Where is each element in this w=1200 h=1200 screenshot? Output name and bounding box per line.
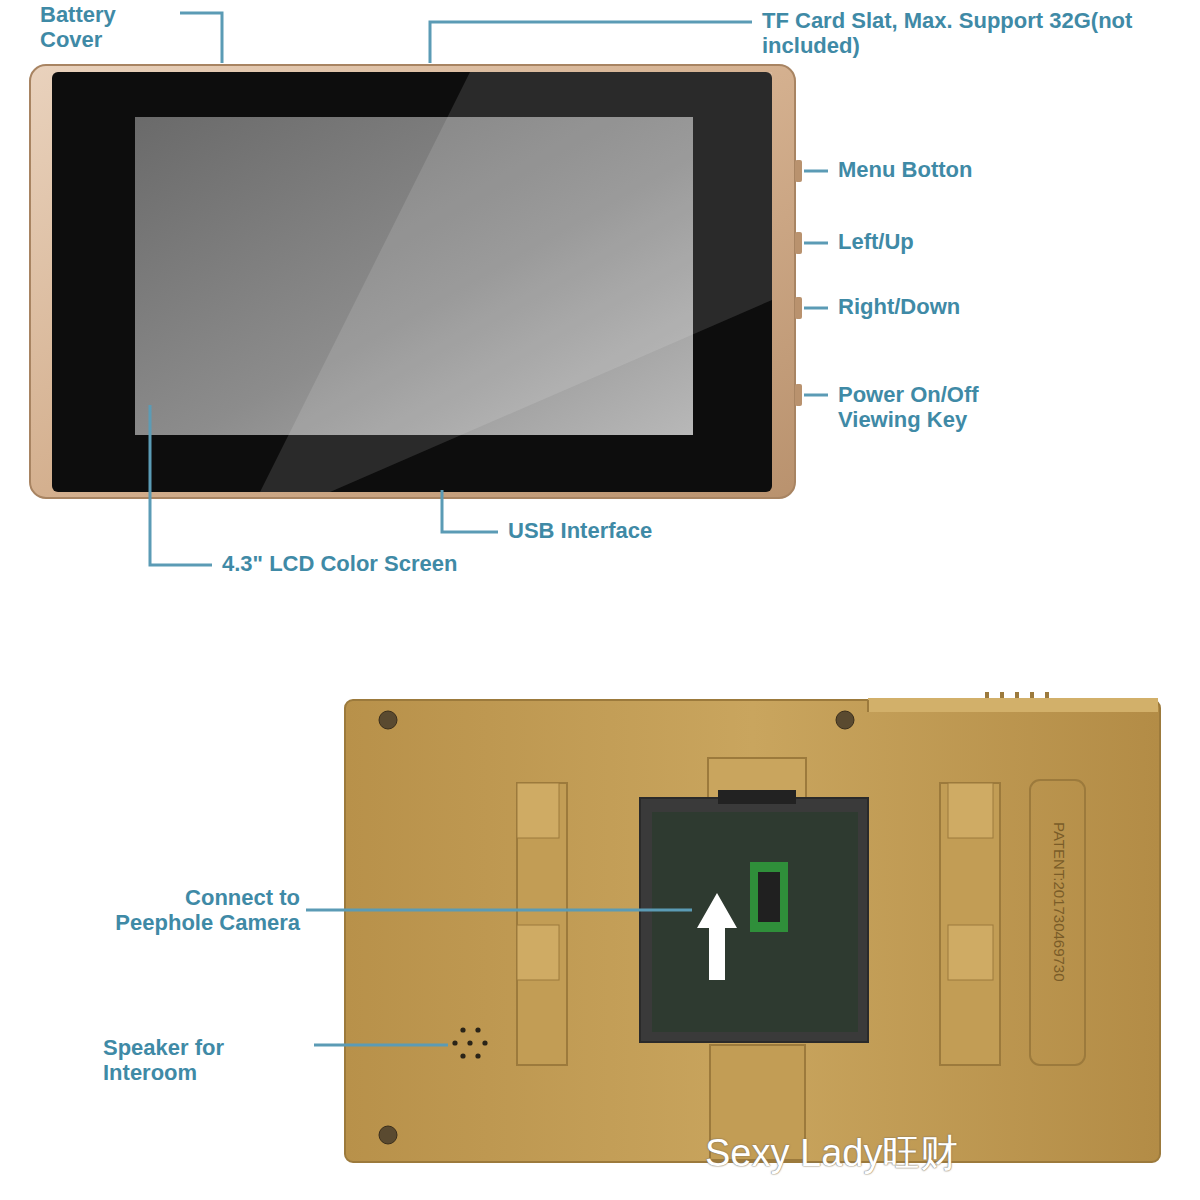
leader-line xyxy=(180,13,222,63)
part-label: Speaker for Interoom xyxy=(103,1035,258,1086)
leader-lines xyxy=(306,910,692,1045)
back-housing xyxy=(345,700,1160,1162)
part-label: USB Interface xyxy=(508,518,652,543)
part-label: Right/Down xyxy=(838,294,960,319)
mount-rail xyxy=(517,783,567,1065)
part-label: Menu Botton xyxy=(838,157,972,182)
device-frame xyxy=(30,65,795,498)
watermark: Sexy Lady旺财 xyxy=(705,1132,958,1176)
part-label: Left/Up xyxy=(838,229,914,254)
mount-clip xyxy=(517,783,559,838)
leader-line xyxy=(150,405,212,565)
cover-seam xyxy=(867,700,869,712)
leader-line xyxy=(804,394,828,397)
side-button xyxy=(795,297,802,319)
leader-line xyxy=(442,490,498,532)
side-button xyxy=(795,160,802,182)
screen-glare xyxy=(260,72,772,492)
direction-arrow xyxy=(697,893,737,980)
part-label: 4.3" LCD Color Screen xyxy=(222,551,457,576)
side-button xyxy=(795,384,802,406)
mount-clip xyxy=(517,925,559,980)
mount-clip xyxy=(948,783,993,838)
leader-line xyxy=(430,22,752,63)
mount-clip xyxy=(948,925,993,980)
front-view xyxy=(30,65,802,498)
screw xyxy=(379,1126,397,1144)
leader-line xyxy=(306,909,692,912)
leader-line xyxy=(314,1044,448,1047)
camera-socket xyxy=(750,862,788,932)
part-label: Power On/Off Viewing Key xyxy=(838,382,1043,433)
side-button xyxy=(795,232,802,254)
socket-pins xyxy=(758,872,780,922)
part-label: Battery Cover xyxy=(40,2,152,53)
leader-line xyxy=(804,307,828,310)
screen-bezel xyxy=(52,72,772,492)
ribbon-cable xyxy=(718,790,796,804)
mount-rail xyxy=(940,783,1000,1065)
part-label: Connect to Peephole Camera xyxy=(95,885,300,936)
leader-lines xyxy=(150,13,828,565)
screw xyxy=(836,711,854,729)
cover-ridges xyxy=(985,692,1049,698)
connector-compartment xyxy=(640,798,868,1042)
patent-text: PATENT:201730469730 xyxy=(1051,822,1068,982)
back-view xyxy=(345,692,1160,1162)
circuit-board xyxy=(652,812,858,1032)
battery-cover-edge xyxy=(868,698,1158,712)
leader-line xyxy=(804,170,828,173)
leader-line xyxy=(804,242,828,245)
screw xyxy=(379,711,397,729)
speaker-holes xyxy=(452,1027,487,1058)
part-label: TF Card Slat, Max. Support 32G(not inclu… xyxy=(762,8,1187,59)
patent-plate xyxy=(1030,780,1085,1065)
